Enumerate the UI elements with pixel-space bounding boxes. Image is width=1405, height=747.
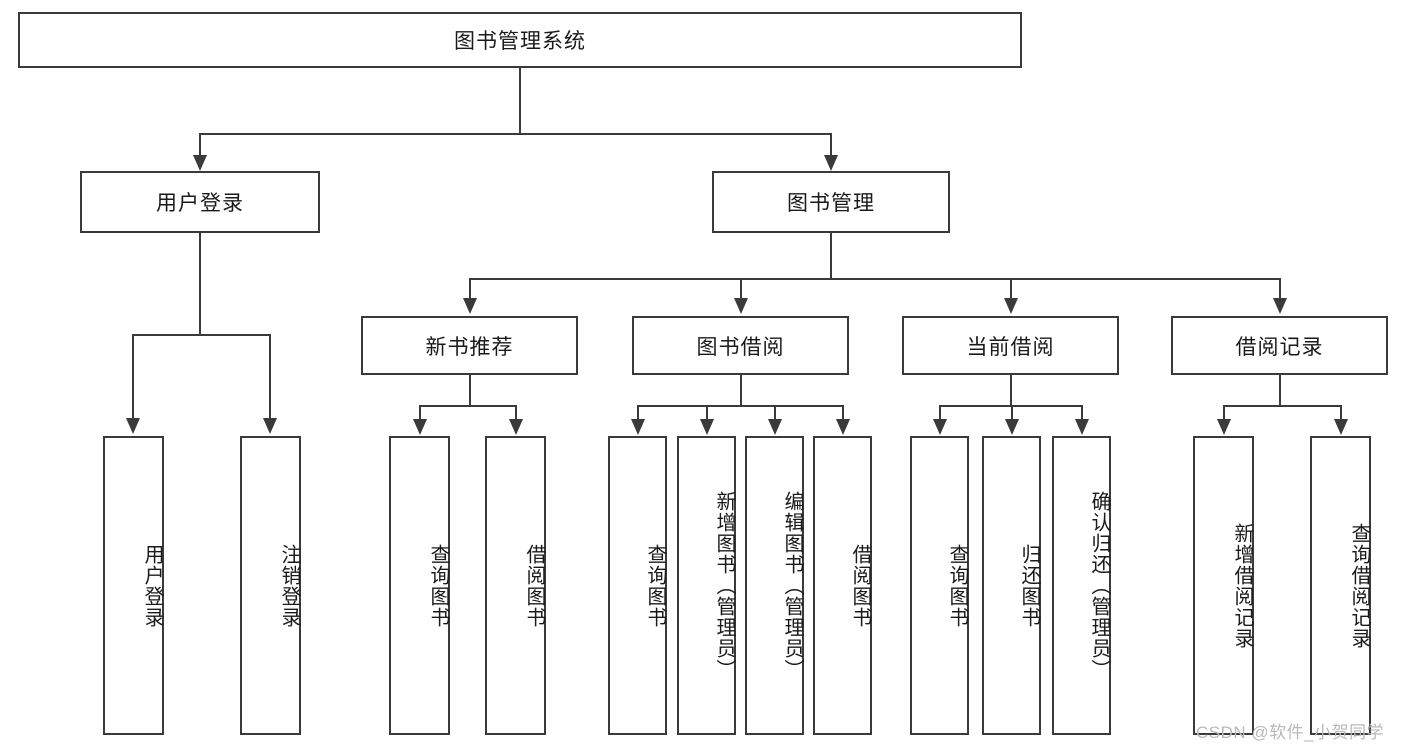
edge-to-leaf-add-book: [706, 405, 708, 421]
node-leaf-edit-book-label: 编辑图书（管理员）: [781, 491, 803, 680]
node-leaf-user-login[interactable]: 用户登录: [103, 436, 164, 735]
edge-user-login-bus: [132, 334, 270, 336]
edge-to-leaf-user-login: [132, 334, 134, 420]
arrowhead-leaf-query-record: [1334, 419, 1348, 435]
edge-to-leaf-query-book-3: [939, 405, 941, 421]
arrowhead-leaf-user-login: [126, 418, 140, 434]
node-leaf-logout-label: 注销登录: [278, 543, 300, 628]
arrowhead-leaf-query-book-2: [631, 419, 645, 435]
node-borrow-record-label: 借阅记录: [1235, 335, 1324, 359]
node-leaf-confirm-return-label: 确认归还（管理员）: [1088, 491, 1110, 680]
node-leaf-query-book-2[interactable]: 查询图书: [608, 436, 667, 735]
node-leaf-logout[interactable]: 注销登录: [240, 436, 301, 735]
node-leaf-add-book-label: 新增图书（管理员）: [713, 491, 735, 680]
node-leaf-borrow-book-1-label: 借阅图书: [523, 543, 545, 628]
node-book-manage[interactable]: 图书管理: [712, 171, 950, 233]
edge-to-leaf-borrow-book-1: [515, 405, 517, 421]
edge-book-borrow-bus: [637, 405, 843, 407]
edge-to-leaf-query-book-1: [419, 405, 421, 421]
arrowhead-leaf-borrow-book-1: [509, 419, 523, 435]
edge-to-leaf-borrow-book-2: [842, 405, 844, 421]
node-leaf-add-book[interactable]: 新增图书（管理员）: [677, 436, 736, 735]
node-leaf-confirm-return[interactable]: 确认归还（管理员）: [1052, 436, 1111, 735]
node-root[interactable]: 图书管理系统: [18, 12, 1022, 68]
node-leaf-query-record-label: 查询借阅记录: [1348, 522, 1370, 649]
node-leaf-add-record-label: 新增借阅记录: [1231, 522, 1253, 649]
node-leaf-add-record[interactable]: 新增借阅记录: [1193, 436, 1254, 735]
edge-current-borrow-stem: [1010, 375, 1012, 406]
arrowhead-leaf-logout: [263, 418, 277, 434]
watermark: CSDN @软件_小贺同学: [1196, 723, 1385, 742]
node-leaf-query-book-3-label: 查询图书: [946, 543, 968, 628]
node-new-book-recommend[interactable]: 新书推荐: [361, 316, 578, 375]
node-leaf-query-book-1[interactable]: 查询图书: [389, 436, 450, 735]
node-user-login-label: 用户登录: [156, 192, 244, 215]
edge-to-leaf-return-book: [1011, 405, 1013, 421]
arrowhead-leaf-borrow-book-2: [836, 419, 850, 435]
edge-book-borrow-stem: [740, 375, 742, 406]
arrowhead-leaf-add-book: [700, 419, 714, 435]
arrowhead-book-manage: [824, 155, 838, 171]
edge-root-stem: [519, 68, 521, 134]
edge-to-leaf-query-record: [1340, 405, 1342, 421]
edge-to-leaf-logout: [269, 334, 271, 420]
node-root-label: 图书管理系统: [454, 30, 586, 53]
node-book-borrow-label: 图书借阅: [696, 335, 785, 359]
node-leaf-edit-book[interactable]: 编辑图书（管理员）: [745, 436, 804, 735]
edge-borrow-record-bus: [1223, 405, 1341, 407]
arrowhead-leaf-add-record: [1217, 419, 1231, 435]
node-leaf-return-book[interactable]: 归还图书: [982, 436, 1041, 735]
node-leaf-query-book-1-label: 查询图书: [427, 543, 449, 628]
edge-to-borrow-record: [1279, 278, 1281, 300]
node-user-login[interactable]: 用户登录: [80, 171, 320, 233]
node-current-borrow[interactable]: 当前借阅: [902, 316, 1119, 375]
node-leaf-query-book-2-label: 查询图书: [644, 543, 666, 628]
arrowhead-leaf-return-book: [1005, 419, 1019, 435]
node-leaf-user-login-label: 用户登录: [141, 543, 163, 628]
node-leaf-query-record[interactable]: 查询借阅记录: [1310, 436, 1371, 735]
arrowhead-current-borrow: [1004, 298, 1018, 314]
node-current-borrow-label: 当前借阅: [966, 335, 1055, 359]
edge-to-book-borrow: [740, 278, 742, 300]
edge-borrow-record-stem: [1279, 375, 1281, 406]
edge-to-leaf-confirm-return: [1081, 405, 1083, 421]
arrowhead-leaf-query-book-3: [933, 419, 947, 435]
node-leaf-borrow-book-2-label: 借阅图书: [849, 543, 871, 628]
node-leaf-return-book-label: 归还图书: [1018, 543, 1040, 628]
arrowhead-borrow-record: [1273, 298, 1287, 314]
arrowhead-user-login: [193, 155, 207, 171]
edge-root-to-user-login: [199, 133, 201, 157]
node-book-borrow[interactable]: 图书借阅: [632, 316, 849, 375]
edge-new-book-recommend-bus: [419, 405, 517, 407]
edge-to-leaf-add-record: [1223, 405, 1225, 421]
node-leaf-borrow-book-1[interactable]: 借阅图书: [485, 436, 546, 735]
arrowhead-book-borrow: [734, 298, 748, 314]
node-borrow-record[interactable]: 借阅记录: [1171, 316, 1388, 375]
edge-book-manage-stem: [830, 233, 832, 279]
edge-to-leaf-query-book-2: [637, 405, 639, 421]
arrowhead-new-book-recommend: [463, 298, 477, 314]
arrowhead-leaf-confirm-return: [1075, 419, 1089, 435]
edge-current-borrow-bus: [939, 405, 1082, 407]
edge-to-new-book-recommend: [469, 278, 471, 300]
edge-new-book-recommend-stem: [469, 375, 471, 406]
arrowhead-leaf-query-book-1: [413, 419, 427, 435]
edge-user-login-stem: [199, 233, 201, 335]
edge-root-bus: [199, 133, 831, 135]
edge-root-to-book-manage: [830, 133, 832, 157]
arrowhead-leaf-edit-book: [768, 419, 782, 435]
node-leaf-borrow-book-2[interactable]: 借阅图书: [813, 436, 872, 735]
edge-to-current-borrow: [1010, 278, 1012, 300]
node-leaf-query-book-3[interactable]: 查询图书: [910, 436, 969, 735]
node-book-manage-label: 图书管理: [787, 192, 875, 215]
edge-book-manage-bus: [469, 278, 1281, 280]
node-new-book-recommend-label: 新书推荐: [425, 335, 514, 359]
edge-to-leaf-edit-book: [774, 405, 776, 421]
